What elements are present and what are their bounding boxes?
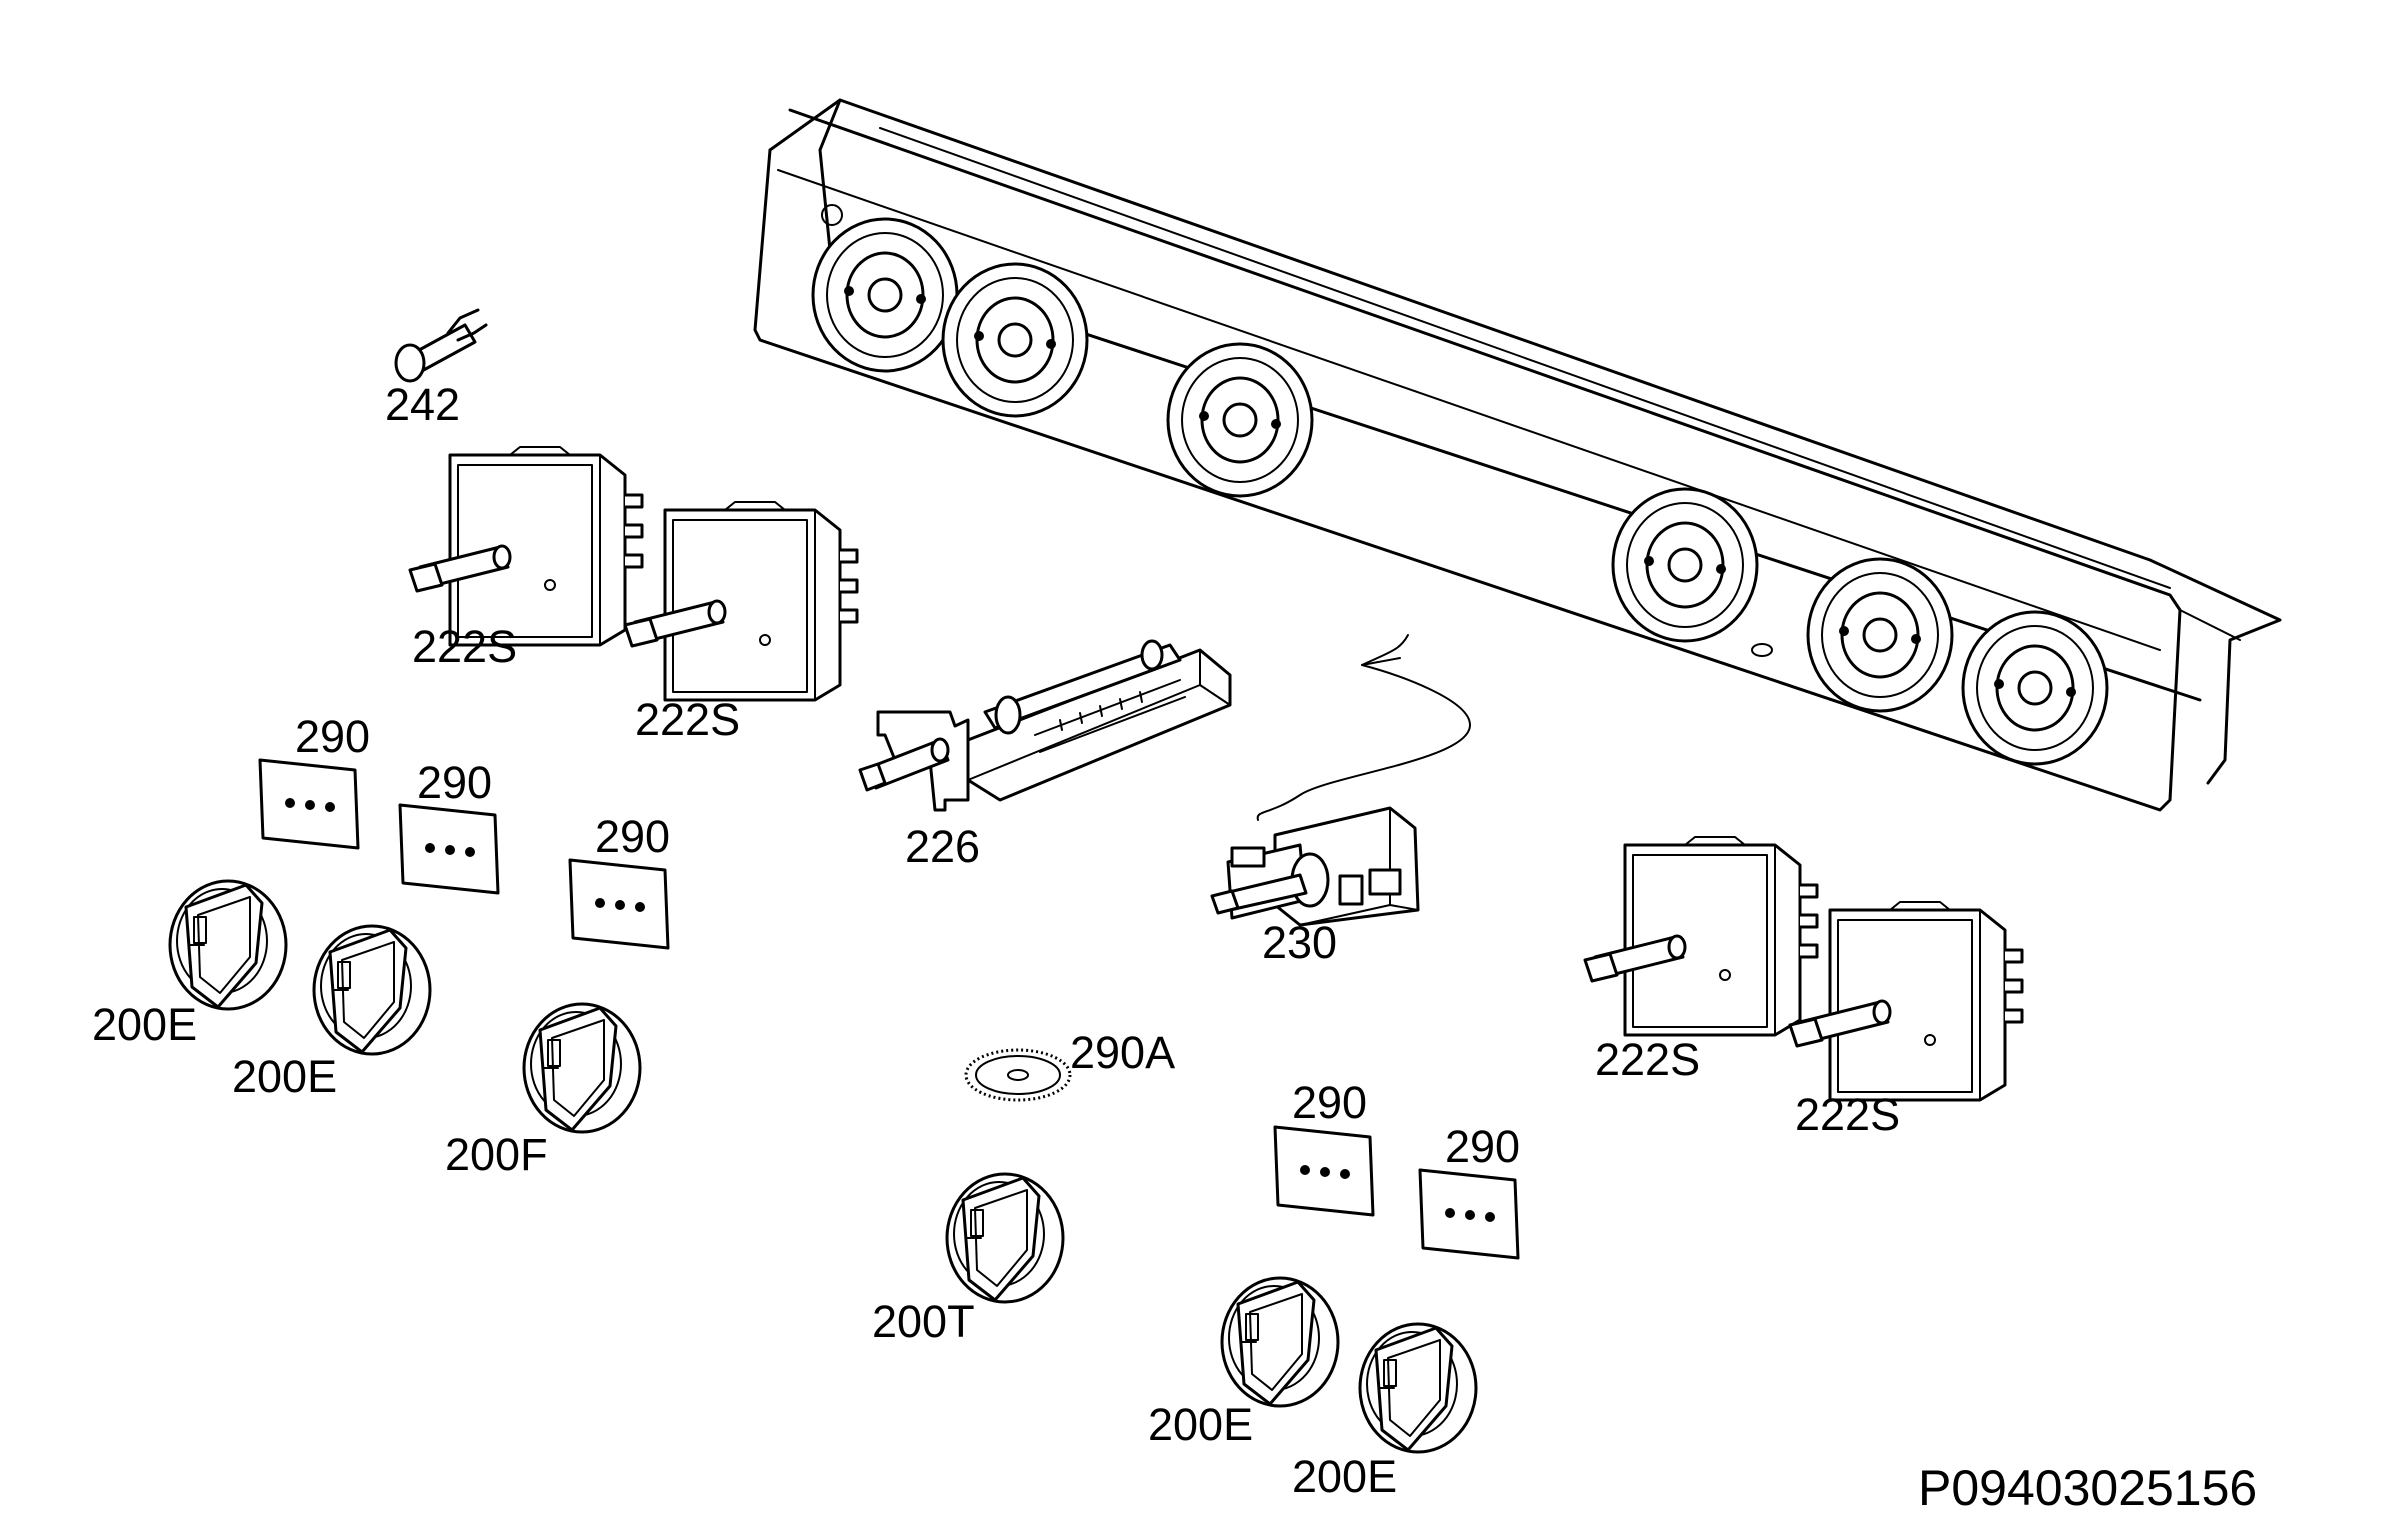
label-200e-4: 200E: [1292, 1451, 1397, 1502]
energy-regulator-222s-3: 222S: [1583, 835, 1819, 1085]
label-200e-1: 200E: [92, 999, 197, 1050]
control-knob-200e-1: 200E: [92, 879, 288, 1050]
label-200e-2: 200E: [232, 1051, 337, 1102]
label-200t: 200T: [872, 1296, 975, 1347]
oven-thermostat-226: 226: [858, 639, 1232, 872]
label-222s-4: 222S: [1795, 1089, 1900, 1140]
label-222s-2: 222S: [635, 694, 740, 745]
label-290-1: 290: [295, 711, 370, 762]
cover-plate-290-3: 290: [568, 811, 670, 950]
disc-290a: 290A: [964, 1027, 1175, 1102]
cover-plate-290-1: 290: [258, 711, 370, 850]
label-290-2: 290: [417, 757, 492, 808]
grill-thermostat-230: 230: [1210, 634, 1471, 968]
control-knob-200e-3: 200E: [1148, 1276, 1340, 1450]
label-242: 242: [385, 379, 460, 430]
label-290-4: 290: [1292, 1077, 1367, 1128]
label-290a: 290A: [1070, 1027, 1175, 1078]
control-panel: [753, 98, 2282, 812]
label-200e-3: 200E: [1148, 1399, 1253, 1450]
label-290-5: 290: [1445, 1121, 1520, 1172]
label-226: 226: [905, 821, 980, 872]
energy-regulator-222s-2: 222S: [623, 500, 859, 745]
indicator-lamp-242: 242: [385, 308, 488, 430]
diagram-reference-code: P09403025156: [1918, 1460, 2257, 1516]
energy-regulator-222s-4: 222S: [1788, 900, 2024, 1140]
cover-plate-290-5: 290: [1418, 1121, 1520, 1260]
control-knob-200f: 200F: [445, 1002, 642, 1180]
label-222s-1: 222S: [412, 621, 517, 672]
control-knob-200t: 200T: [872, 1172, 1065, 1347]
energy-regulator-222s-1: 222S: [408, 445, 644, 672]
control-knob-200e-4: 200E: [1292, 1322, 1478, 1502]
label-290-3: 290: [595, 811, 670, 862]
cover-plate-290-2: 290: [398, 757, 500, 895]
label-200f: 200F: [445, 1129, 548, 1180]
cover-plate-290-4: 290: [1273, 1077, 1375, 1217]
control-knob-200e-2: 200E: [232, 924, 432, 1102]
label-230: 230: [1262, 917, 1337, 968]
label-222s-3: 222S: [1595, 1034, 1700, 1085]
